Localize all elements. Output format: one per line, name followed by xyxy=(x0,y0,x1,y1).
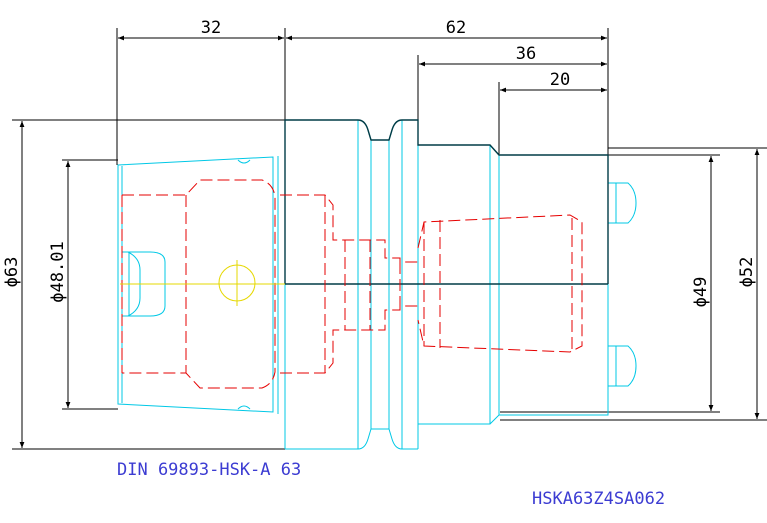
part-number-note: HSKA63Z4SA062 xyxy=(532,489,665,509)
dim-phi63-label: ϕ63 xyxy=(2,257,22,288)
dim-62-label: 62 xyxy=(446,18,466,38)
dim-20-label: 20 xyxy=(550,70,570,90)
centerline xyxy=(120,260,285,306)
dim-36-label: 36 xyxy=(516,44,536,64)
standard-note: DIN 69893-HSK-A 63 xyxy=(117,460,301,480)
dim-phi48-label: ϕ48.01 xyxy=(48,241,68,302)
section-outline xyxy=(284,119,609,285)
dim-phi49-label: ϕ49 xyxy=(691,277,711,308)
dim-32-label: 32 xyxy=(201,18,221,38)
dimension-lines xyxy=(12,28,767,450)
dim-phi52-label: ϕ52 xyxy=(737,257,757,288)
